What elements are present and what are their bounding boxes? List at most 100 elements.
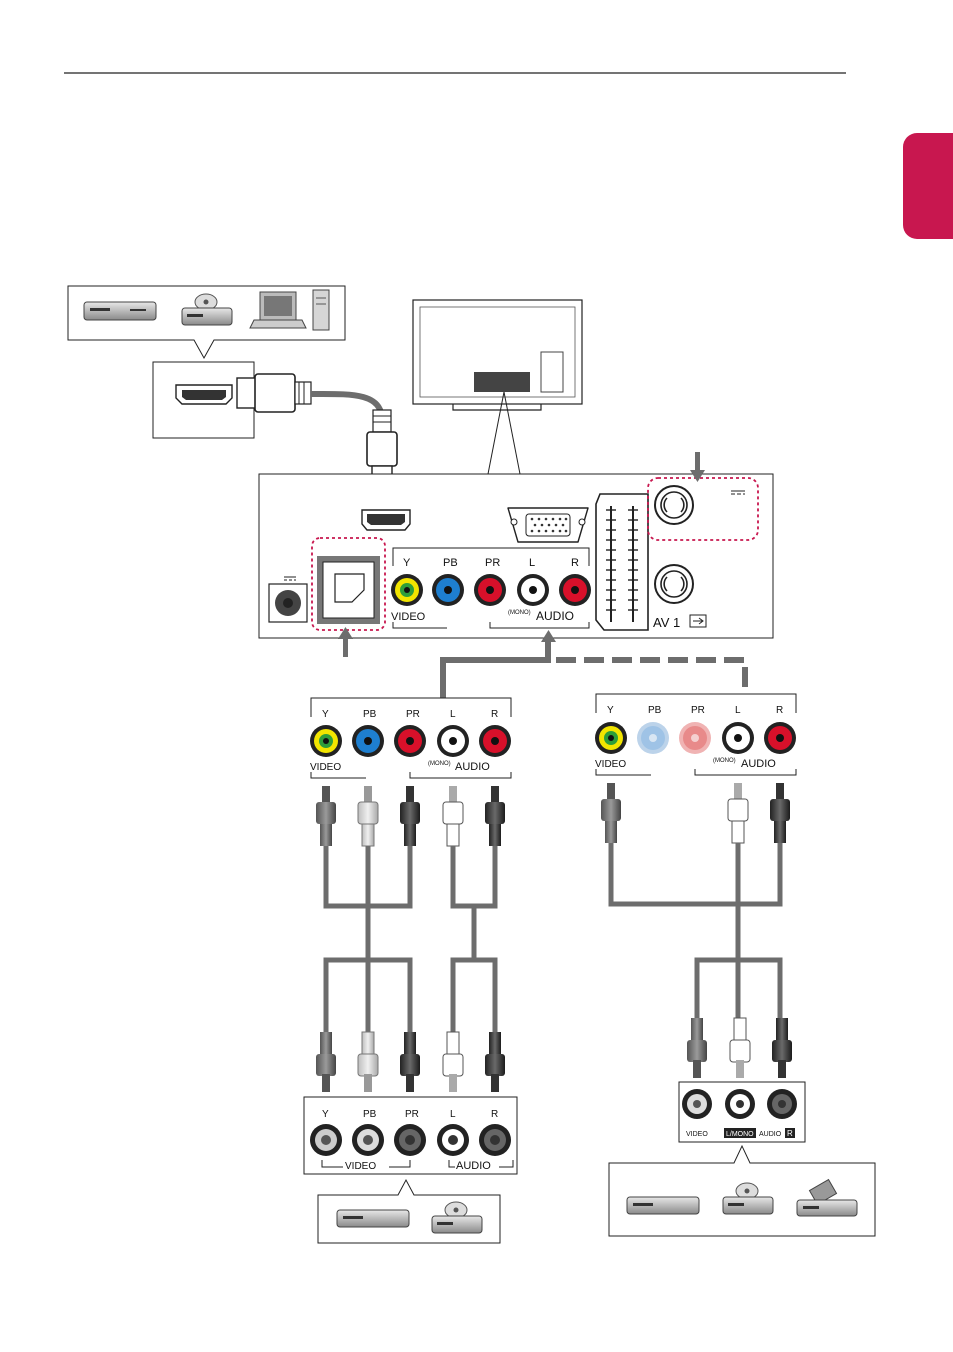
dev-label-pr: PR (405, 1109, 419, 1120)
tv-rear-icon (413, 300, 582, 410)
plug-lower-r (485, 1032, 505, 1092)
tv-jack-pb[interactable] (432, 574, 464, 606)
left-cable-panel: Y PB PR L R VIDEO (MONO) AUDIO (310, 698, 511, 778)
component-device-panel: Y PB PR L R VIDEO AUDIO (304, 1097, 517, 1174)
tv-optical-out-port[interactable] (317, 556, 380, 624)
dev-jack-audio-l (725, 1089, 755, 1119)
tv-jack-audio-r[interactable] (559, 574, 591, 606)
dev-label-pb: PB (363, 1109, 377, 1120)
plug-lower-audio-l (730, 1018, 750, 1078)
right-cable-panel: Y PB PR L R VIDEO (MONO) AUDIO (595, 694, 796, 775)
left-label-y: Y (322, 709, 329, 720)
composite-device-panel: VIDEO L/MONO AUDIO R (679, 1082, 805, 1142)
tv-jack-video-y[interactable] (391, 574, 423, 606)
tv-label-pb: PB (443, 557, 458, 569)
plug-lower-l (443, 1032, 463, 1092)
tv-jack-pr[interactable] (474, 574, 506, 606)
left-jack-pr (394, 725, 426, 757)
right-label-pr: PR (691, 705, 705, 716)
left-label-pb: PB (363, 709, 377, 720)
hdmi-source-callout (68, 286, 345, 358)
set-top-box-icon (337, 1210, 409, 1227)
dev-label-l: L (450, 1109, 456, 1120)
dev-jack-audio-r (767, 1089, 797, 1119)
right-jack-y (595, 722, 627, 754)
plug-upper-audio-l (728, 783, 748, 843)
right-jack-pb (637, 722, 669, 754)
composite-devices-callout (609, 1146, 875, 1236)
tv-label-l: L (529, 557, 535, 569)
tv-rgb-pc-port[interactable] (508, 508, 588, 542)
tv-power-jack[interactable] (269, 577, 307, 622)
plug-lower-y (316, 1032, 336, 1092)
left-label-pr: PR (406, 709, 420, 720)
right-audio-label: AUDIO (741, 758, 776, 770)
tv-satellite-port[interactable] (655, 565, 693, 603)
left-jack-y (310, 725, 342, 757)
dev-audio-label: AUDIO (456, 1160, 491, 1172)
plug-upper-pb (358, 786, 378, 846)
plug-upper-l (443, 786, 463, 846)
left-jack-pb (352, 725, 384, 757)
left-label-r: R (491, 709, 498, 720)
dev-video-label: VIDEO (345, 1161, 376, 1172)
left-label-l: L (450, 709, 456, 720)
tv-scart-av1-port[interactable] (596, 494, 648, 630)
plug-lower-video (687, 1018, 707, 1078)
plug-upper-y (316, 786, 336, 846)
component-cable-line (443, 642, 548, 698)
right-video-label: VIDEO (595, 759, 626, 770)
left-video-label: VIDEO (310, 762, 341, 773)
left-jack-l (437, 725, 469, 757)
plug-upper-video (601, 783, 621, 843)
desktop-tower-icon (313, 290, 329, 330)
composite-cable-dashed-line (556, 660, 745, 692)
component-rca-cable (316, 786, 505, 1092)
tv-audio-label: AUDIO (536, 609, 574, 623)
plug-lower-audio-r (772, 1018, 792, 1078)
left-jack-r (479, 725, 511, 757)
dev-jack-y (310, 1124, 342, 1156)
plug-upper-audio-r (770, 783, 790, 843)
comp-lmono-label: L/MONO (726, 1131, 754, 1138)
av1-label: AV 1 (653, 615, 680, 630)
dev-jack-l (437, 1124, 469, 1156)
right-label-r: R (776, 705, 783, 716)
dev-jack-r (479, 1124, 511, 1156)
set-top-box-icon (627, 1197, 699, 1214)
tv-jack-audio-l[interactable] (517, 574, 549, 606)
right-jack-l (722, 722, 754, 754)
right-label-l: L (735, 705, 741, 716)
right-mono-label: (MONO) (713, 758, 736, 764)
dev-label-r: R (491, 1109, 498, 1120)
tv-label-r: R (571, 557, 579, 569)
comp-video-label: VIDEO (686, 1131, 708, 1138)
tv-video-label: VIDEO (391, 611, 426, 623)
right-label-pb: PB (648, 705, 662, 716)
tv-label-pr: PR (485, 557, 500, 569)
plug-lower-pb (358, 1032, 378, 1092)
tv-label-y: Y (403, 557, 411, 569)
tv-hdmi-port[interactable] (362, 510, 410, 530)
dev-jack-pr (394, 1124, 426, 1156)
set-top-box-icon (84, 302, 156, 320)
plug-lower-pr (400, 1032, 420, 1092)
composite-rca-cable (601, 783, 792, 1078)
tv-mono-label: (MONO) (508, 610, 531, 616)
comp-r-label: R (787, 1129, 793, 1138)
dev-jack-pb (352, 1124, 384, 1156)
left-mono-label: (MONO) (428, 761, 451, 767)
tv-connector-panel: AV 1 Y PB PR L R (259, 474, 773, 638)
component-devices-callout (318, 1180, 500, 1243)
plug-upper-r (485, 786, 505, 846)
left-audio-label: AUDIO (455, 761, 490, 773)
dev-label-y: Y (322, 1109, 329, 1120)
comp-audio-label: AUDIO (759, 1131, 782, 1138)
dev-jack-video (682, 1089, 712, 1119)
right-jack-pr (679, 722, 711, 754)
hdmi-cable (237, 374, 397, 486)
plug-upper-pr (400, 786, 420, 846)
right-label-y: Y (607, 705, 614, 716)
right-jack-r (764, 722, 796, 754)
